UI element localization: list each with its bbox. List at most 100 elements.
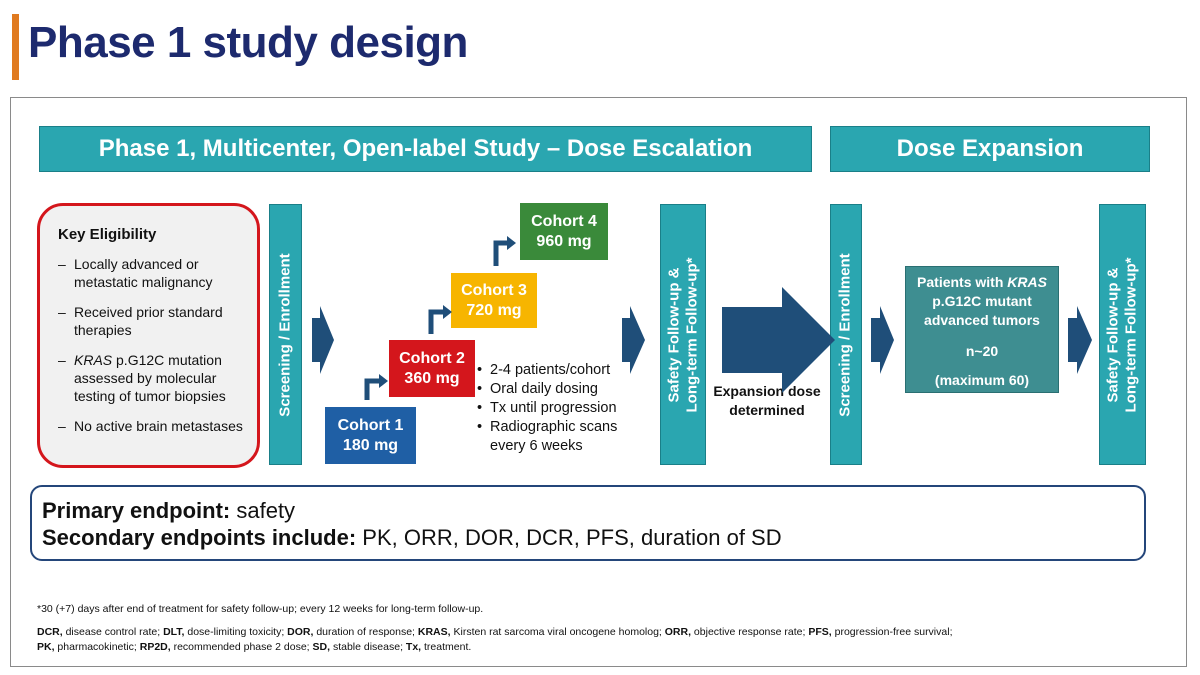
cohort-detail-text: Radiographic scans every 6 weeks (490, 419, 618, 454)
step-arrowhead-icon (507, 236, 516, 250)
cohort-detail-text: Oral daily dosing (490, 381, 598, 397)
cohort-dose: 720 mg (466, 301, 522, 319)
screening-enrollment-bar-2: Screening / Enrollment (830, 204, 862, 465)
kras-term: KRAS (74, 352, 113, 368)
right-arrow-icon (722, 287, 835, 393)
abbreviation-term: ORR, (664, 626, 692, 638)
expansion-dose-determined-label: Expansion dose determined (713, 383, 821, 418)
abbreviation-term: PFS, (808, 626, 832, 638)
dash-marker: – (58, 418, 66, 434)
cohort-4-box: Cohort 4 960 mg (520, 203, 608, 260)
dash-marker: – (58, 304, 66, 320)
eligibility-item: – Received prior standard therapies (58, 303, 247, 339)
abbreviation-term: RP2D, (139, 641, 171, 653)
step-up-arrow-icon (364, 378, 380, 400)
abbreviation-definition: stable disease; (330, 641, 406, 653)
abbreviation-definition: objective response rate; (691, 626, 809, 638)
cohort-detail-item: • 2-4 patients/cohort (477, 361, 647, 380)
bullet-marker: • (477, 381, 483, 397)
cohort-name: Cohort 2 (399, 349, 465, 367)
eligibility-item: – Locally advanced or metastatic maligna… (58, 255, 247, 291)
patients-line-3: advanced tumors (924, 312, 1040, 328)
title-accent-bar (12, 14, 19, 80)
dash-marker: – (58, 256, 66, 272)
step-arrowhead-icon (379, 374, 388, 388)
cohort-dose: 960 mg (536, 232, 592, 250)
abbreviation-term: DLT, (163, 626, 185, 638)
primary-endpoint-label: Primary endpoint: (42, 498, 231, 523)
primary-endpoint: Primary endpoint: safety (42, 497, 1144, 524)
primary-endpoint-value: safety (230, 498, 296, 523)
safety-followup-bar-2: Safety Follow-up & Long-term Follow-up* (1099, 204, 1146, 465)
cohort-name: Cohort 1 (337, 416, 404, 434)
cohort-detail-item: • Radiographic scans every 6 weeks (477, 418, 647, 456)
cohort-2-box: Cohort 2 360 mg (389, 340, 475, 397)
step-arrowhead-icon (443, 305, 452, 319)
right-arrow-icon (871, 306, 894, 374)
right-arrow-icon (622, 306, 645, 374)
abbreviation-term: SD, (312, 641, 331, 653)
abbreviation-term: PK, (37, 641, 55, 653)
secondary-endpoints: Secondary endpoints include: PK, ORR, DO… (42, 524, 1144, 551)
right-arrow-icon (312, 306, 334, 374)
footnote: *30 (+7) days after end of treatment for… (37, 603, 484, 615)
abbreviation-term: Tx, (405, 641, 422, 653)
dose-escalation-label: Phase 1, Multicenter, Open-label Study –… (98, 135, 753, 162)
secondary-endpoints-value: PK, ORR, DOR, DCR, PFS, duration of SD (356, 525, 782, 550)
bullet-marker: • (477, 400, 483, 416)
bullet-marker: • (477, 362, 483, 378)
patients-box: Patients with KRAS p.G12C mutant advance… (905, 266, 1059, 393)
page-title: Phase 1 study design (28, 18, 468, 67)
patients-line-2: p.G12C mutant (932, 293, 1032, 309)
eligibility-item: – KRAS p.G12C mutation assessed by molec… (58, 351, 247, 405)
patients-max: (maximum 60) (934, 372, 1030, 388)
cohort-detail-item: • Oral daily dosing (477, 380, 647, 399)
cohort-3-box: Cohort 3 720 mg (451, 273, 537, 328)
abbreviation-definition: disease control rate; (62, 626, 164, 638)
eligibility-item: – No active brain metastases (58, 417, 247, 435)
abbreviation-term: KRAS, (417, 626, 451, 638)
step-up-arrow-icon (493, 240, 508, 266)
screening-enrollment-bar-1: Screening / Enrollment (269, 204, 302, 465)
dose-escalation-band: Phase 1, Multicenter, Open-label Study –… (39, 126, 812, 172)
diagram-frame (10, 97, 1187, 667)
step-up-arrow-icon (428, 309, 444, 334)
patients-kras-text: KRAS (1007, 274, 1047, 290)
abbreviation-definition: pharmacokinetic; (54, 641, 140, 653)
patients-line-1: Patients with KRAS (906, 273, 1058, 292)
patients-n: n~20 (965, 343, 999, 359)
patients-line-1-text: Patients with (917, 274, 1008, 290)
right-arrow-icon (1068, 306, 1092, 374)
abbreviation-definition: Kirsten rat sarcoma viral oncogene homol… (450, 626, 665, 638)
dose-expansion-band: Dose Expansion (830, 126, 1150, 172)
key-eligibility-box: Key Eligibility – Locally advanced or me… (37, 203, 260, 468)
cohort-detail-text: 2-4 patients/cohort (490, 362, 611, 378)
cohort-detail-item: • Tx until progression (477, 399, 647, 418)
cohort-name: Cohort 3 (461, 281, 527, 299)
abbreviation-definition: dose-limiting toxicity; (184, 626, 288, 638)
cohort-details-list: •2-4 patients/cohort •Oral daily dosing … (477, 361, 647, 456)
cohort-dose: 360 mg (404, 369, 460, 387)
eligibility-item-text: Received prior standard therapies (74, 304, 223, 338)
eligibility-item-text-kras: KRAS p.G12C mutation assessed by molecul… (74, 352, 226, 404)
abbreviation-definition: progression-free survival; (831, 626, 953, 638)
cohort-detail-text: Tx until progression (490, 400, 617, 416)
eligibility-item-text: No active brain metastases (74, 418, 243, 434)
abbreviation-term: DOR, (287, 626, 314, 638)
cohort-1-box: Cohort 1 180 mg (325, 407, 416, 464)
cohort-name: Cohort 4 (531, 212, 597, 230)
abbreviations-text: DCR, disease control rate; DLT, dose-lim… (37, 625, 1177, 655)
eligibility-item-text: Locally advanced or metastatic malignanc… (74, 256, 213, 290)
bullet-marker: • (477, 419, 483, 435)
cohort-dose: 180 mg (342, 436, 399, 454)
safety-followup-bar-1: Safety Follow-up & Long-term Follow-up* (660, 204, 706, 465)
key-eligibility-title: Key Eligibility (58, 226, 157, 243)
endpoints-box: Primary endpoint: safety Secondary endpo… (30, 485, 1146, 561)
secondary-endpoints-label: Secondary endpoints include: (42, 525, 357, 550)
abbreviation-definition: treatment. (421, 641, 472, 653)
abbreviation-definition: recommended phase 2 dose; (170, 641, 313, 653)
abbreviation-term: DCR, (37, 626, 63, 638)
dose-expansion-label: Dose Expansion (896, 135, 1084, 162)
dash-marker: – (58, 352, 66, 368)
